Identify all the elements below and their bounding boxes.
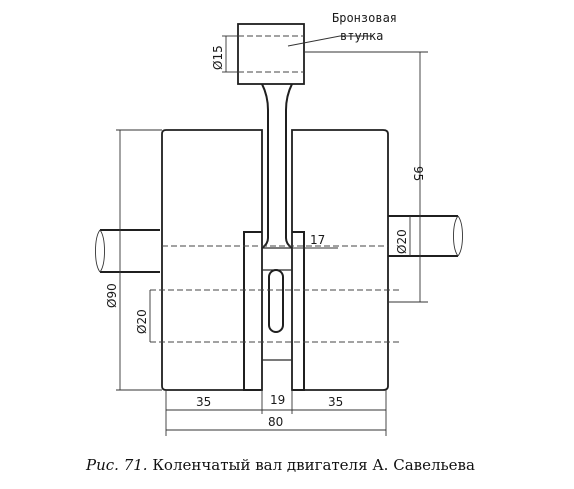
dim-bottom-row [165, 390, 387, 436]
shaft-right [388, 215, 463, 257]
figure-title: Коленчатый вал двигателя А. Савельева [147, 456, 475, 474]
dim-left-cheek-label: 35 [196, 395, 211, 409]
dim-journal-dia-label: Ø20 [395, 229, 409, 254]
bronze-bushing [237, 23, 305, 85]
figure-caption: Рис. 71. Коленчатый вал двигателя А. Сав… [86, 456, 566, 474]
right-cheek [291, 129, 389, 391]
dim-right-cheek-label: 35 [328, 395, 343, 409]
dim-gap-label: 17 [310, 233, 325, 247]
dim-bushing-dia-label: Ø15 [211, 45, 225, 70]
dim-stroke [304, 51, 428, 303]
dim-bushing-diameter [222, 35, 238, 73]
left-cheek [161, 129, 263, 391]
dim-stroke-label: 95 [411, 166, 425, 181]
dim-cheek-dia-label: Ø90 [105, 283, 119, 308]
dim-total-label: 80 [268, 415, 283, 429]
dim-middle-label: 19 [270, 393, 285, 407]
shaft-left [95, 229, 160, 273]
bushing-label-line1: Бронзовая [332, 11, 397, 25]
bushing-label-line2: втулка [340, 29, 383, 43]
connecting-rod [261, 83, 293, 333]
hidden-lines [150, 245, 400, 343]
figure-number: Рис. 71. [86, 456, 148, 474]
dim-cheek-diameter [116, 129, 162, 391]
bushing-leader [287, 35, 372, 47]
dim-pin-dia-label: Ø20 [135, 309, 149, 334]
